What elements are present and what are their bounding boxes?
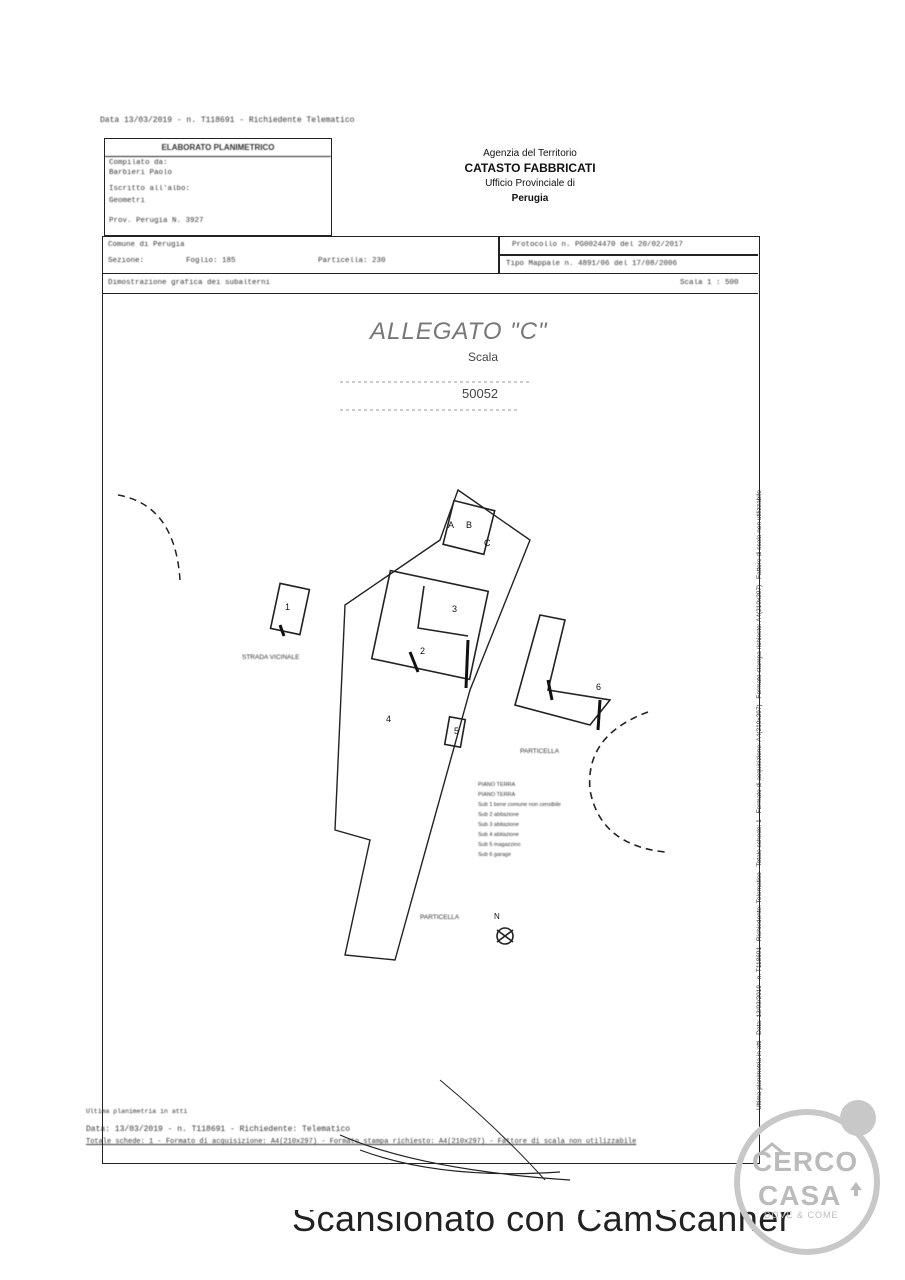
description-row (102, 273, 758, 294)
sub-label: 2 (420, 646, 426, 656)
legend-line: Sub 1 bene comune non censibile (478, 802, 561, 808)
scale-label: Scala 1 : 500 (680, 279, 739, 287)
legend: PIANO TERRA PIANO TERRA Sub 1 bene comun… (478, 780, 588, 860)
info-divider (498, 254, 758, 256)
parcel-label: PARTICELLA (520, 748, 560, 755)
footer-line: Totale schede: 1 - Formato di acquisizio… (86, 1138, 637, 1146)
camscanner-watermark: Scansionato con CamScanner (292, 1198, 792, 1239)
footer-line: Ultima planimetria in atti (86, 1108, 188, 1115)
footer-block: Ultima planimetria in atti Data: 13/03/2… (86, 1108, 637, 1148)
agency-line: Perugia (511, 193, 549, 204)
sub-label: A (448, 520, 455, 530)
compiler-box: ELABORATO PLANIMETRICO Compilato da: Bar… (104, 138, 332, 236)
footer-line: Data: 13/03/2019 - n. T118691 - Richiede… (86, 1125, 351, 1134)
logo-line: CASA (758, 1180, 842, 1211)
sub-label: 6 (596, 682, 602, 692)
stamp-number: 50052 (462, 386, 499, 401)
sub-label: 4 (386, 714, 392, 724)
compiler-line: Iscritto all'albo: (109, 185, 191, 193)
agency-line: CATASTO FABBRICATI (464, 161, 596, 175)
sub-label: 5 (454, 726, 460, 736)
protocollo-label: Protocollo n. PG0024470 del 20/02/2017 (512, 241, 684, 249)
sezione-label: Sezione: (108, 257, 145, 265)
plan-frame (102, 236, 760, 1164)
legend-line: Sub 4 abitazione (478, 832, 519, 838)
compiler-line: Geometri (109, 197, 146, 205)
legend-line: PIANO TERRA (478, 782, 516, 788)
compiler-line: Prov. Perugia N. 3927 (109, 217, 204, 225)
comune-label: Comune di Perugia (108, 241, 185, 249)
compiler-line: Compilato da: (109, 159, 168, 167)
road-label: STRADA VICINALE (242, 654, 300, 661)
legend-line: PIANO TERRA (478, 792, 516, 798)
tipo-mappale-label: Tipo Mappale n. 4891/06 del 17/08/2006 (506, 260, 678, 268)
sub-label: 3 (452, 604, 458, 614)
allegato-stamp: ALLEGATO "C" (370, 318, 548, 345)
sub-label: B (466, 520, 473, 530)
agency-line: Agenzia del Territorio (483, 148, 577, 159)
sub-label: 1 (285, 602, 291, 612)
compiler-line: Barbieri Paolo (109, 169, 173, 177)
legend-line: Sub 6 garage (478, 852, 512, 858)
legend-line: Sub 3 abitazione (478, 822, 519, 828)
stamp-sub: Scala (468, 350, 499, 364)
legend-line: Sub 2 abitazione (478, 812, 519, 818)
agency-block: Agenzia del Territorio CATASTO FABBRICAT… (430, 146, 630, 206)
logo-ring (734, 1100, 880, 1255)
stamp-lines (340, 381, 530, 411)
foglio-label: Foglio: 185 (186, 257, 236, 265)
parcel-label: PARTICELLA (420, 914, 460, 921)
north-arrow: N (494, 912, 500, 921)
logo-line: CERCO (752, 1146, 859, 1177)
header-top-line: Data 13/03/2019 - n. T118691 - Richieden… (100, 116, 355, 125)
particella-label: Particella: 230 (318, 257, 386, 265)
info-row (102, 236, 758, 274)
legend-line: Sub 5 magazzino (478, 842, 521, 848)
description-label: Dimostrazione grafica dei subalterni (108, 279, 271, 287)
compiler-box-title: ELABORATO PLANIMETRICO (105, 139, 331, 157)
logo-line: DOVE & COME (764, 1210, 839, 1220)
cercocasa-logo: CERCO CASA DOVE & COME (722, 1094, 892, 1264)
sub-label: C (484, 538, 491, 548)
side-note: Ultima planimetria in atti - Data: 13/03… (742, 380, 763, 1120)
agency-line: Ufficio Provinciale di (485, 178, 575, 189)
side-note-text: Ultima planimetria in atti - Data: 13/03… (756, 490, 763, 1110)
